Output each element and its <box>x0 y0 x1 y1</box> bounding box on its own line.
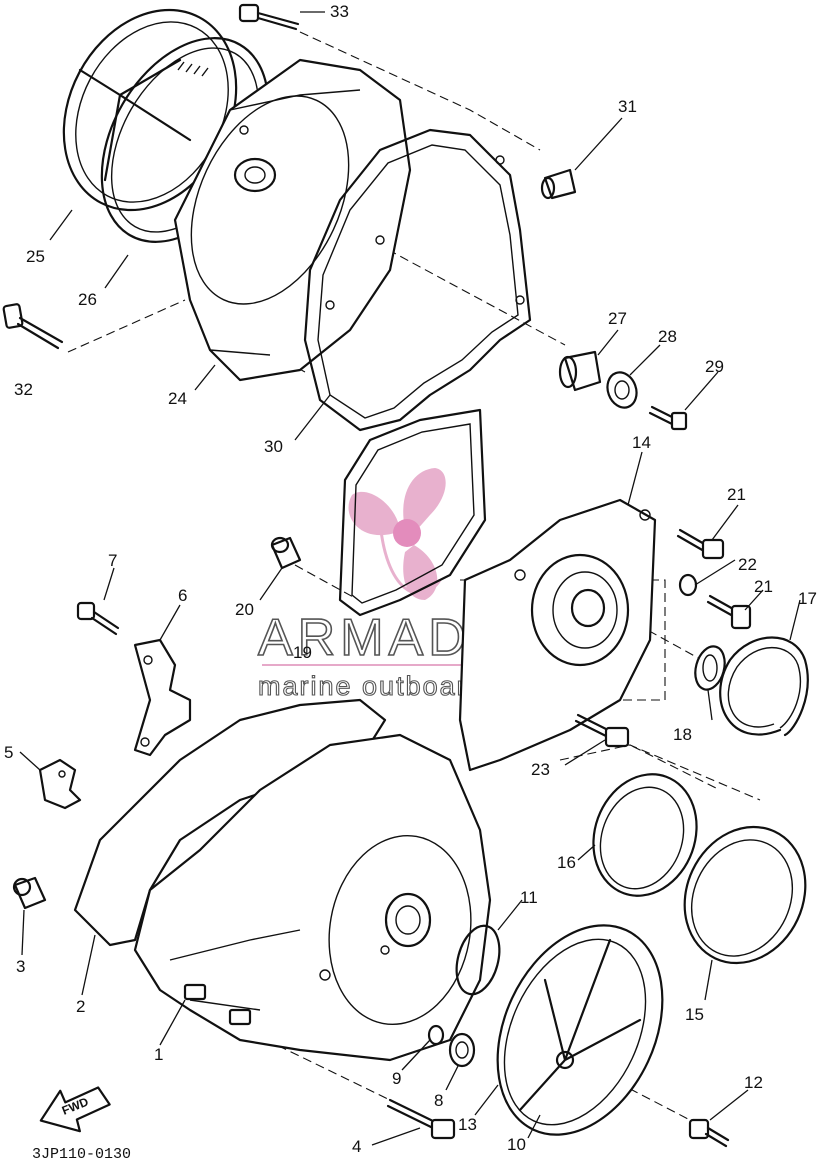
part-7-bolt <box>76 601 120 636</box>
callout-28: 28 <box>658 327 677 346</box>
callout-4: 4 <box>352 1137 361 1156</box>
armada-logo <box>348 468 446 600</box>
callout-23: 23 <box>531 760 550 779</box>
watermark-tagline: marine outboards <box>258 671 500 701</box>
callout-14: 14 <box>632 433 651 452</box>
part-30-gasket <box>303 128 532 432</box>
callout-7: 7 <box>108 551 117 570</box>
callout-27: 27 <box>608 309 627 328</box>
part-6-bracket <box>133 638 192 757</box>
callout-21-lower: 21 <box>754 577 773 596</box>
drawing-code: 3JP110-0130 <box>32 1146 131 1162</box>
part-33-bolt <box>238 3 300 31</box>
callout-17: 17 <box>798 589 817 608</box>
callout-10: 10 <box>507 1135 526 1154</box>
callout-29: 29 <box>705 357 724 376</box>
callout-20: 20 <box>235 600 254 619</box>
callout-18: 18 <box>673 725 692 744</box>
part-20-dowel-pin <box>270 536 302 570</box>
callout-26: 26 <box>78 290 97 309</box>
part-4-bolt <box>386 1098 456 1140</box>
part-27-collar <box>558 350 602 392</box>
callout-11: 11 <box>520 888 538 907</box>
fwd-arrow-icon: FWD <box>39 1086 111 1133</box>
part-31-dowel-pin <box>540 168 577 200</box>
callout-19: 19 <box>293 643 312 662</box>
part-24-crankcase-cover <box>173 58 412 382</box>
callout-22: 22 <box>738 555 757 574</box>
callout-30: 30 <box>264 437 283 456</box>
part-16-ring <box>592 773 698 897</box>
part-3-dowel-pin <box>12 876 47 910</box>
part-18-oil-seal <box>694 645 726 691</box>
callout-12: 12 <box>744 1073 763 1092</box>
callout-16: 16 <box>557 853 576 872</box>
part-32-bolt <box>2 303 64 350</box>
part-10-cover <box>496 924 664 1136</box>
callout-leader-lines <box>19 11 801 1146</box>
part-12-bolt <box>688 1118 730 1148</box>
callout-2: 2 <box>76 997 85 1016</box>
part-9-o-ring <box>427 1024 445 1046</box>
callout-6: 6 <box>178 586 187 605</box>
part-28-oil-seal <box>606 371 638 409</box>
part-1-crankcase-cover <box>133 733 492 1062</box>
callout-5: 5 <box>4 743 13 762</box>
part-21-bolt-upper <box>676 528 725 560</box>
part-22-o-ring <box>678 573 698 597</box>
callout-24: 24 <box>168 389 187 408</box>
callout-1: 1 <box>154 1045 163 1064</box>
callout-15: 15 <box>685 1005 704 1024</box>
callout-32: 32 <box>14 380 33 399</box>
part-17-circlip <box>719 636 809 737</box>
callout-33: 33 <box>330 2 349 21</box>
part-14-generator-cover <box>458 498 657 772</box>
part-23-bolt <box>574 713 630 748</box>
part-15-cap <box>683 825 807 965</box>
part-5-clip <box>38 758 82 810</box>
callout-21-upper: 21 <box>727 485 746 504</box>
callout-8: 8 <box>434 1091 443 1110</box>
callout-3: 3 <box>16 957 25 976</box>
part-21-bolt-lower <box>706 594 752 630</box>
callout-31: 31 <box>618 97 637 116</box>
part-29-bolt <box>648 405 688 431</box>
callout-13: 13 <box>458 1115 477 1134</box>
callout-9: 9 <box>392 1069 401 1088</box>
part-11-o-ring <box>455 924 501 996</box>
part-8-plug <box>448 1032 476 1068</box>
callout-labels: 33 31 25 26 32 24 30 27 28 29 14 21 22 2… <box>4 2 817 1156</box>
callout-25: 25 <box>26 247 45 266</box>
part-19-gasket <box>338 408 487 617</box>
